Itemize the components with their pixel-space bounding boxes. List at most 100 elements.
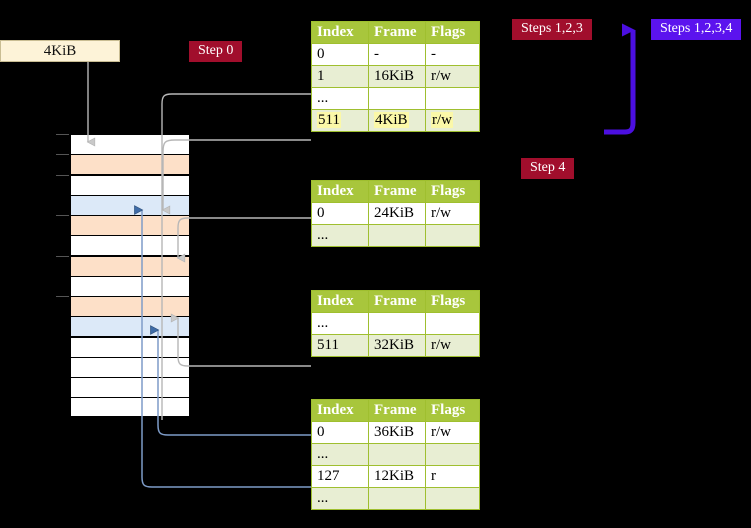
cell-index: ...: [311, 312, 369, 335]
table-header-index: Index: [311, 290, 369, 313]
cell-flags: r/w: [425, 109, 480, 132]
table-header-frame: Frame: [368, 180, 426, 203]
size-label-text: 4KiB: [43, 42, 77, 59]
cell-frame: -: [368, 43, 426, 66]
table-row: ...: [311, 443, 480, 466]
cell-frame: 12KiB: [368, 465, 426, 488]
memory-block: [70, 194, 190, 215]
cell-flags: r/w: [425, 65, 480, 88]
table-header-frame: Frame: [368, 290, 426, 313]
steps-123-badge-label: Steps 1,2,3: [512, 19, 592, 41]
memory-block: [56, 215, 190, 236]
memory-tick-mark: [56, 154, 69, 156]
cell-flags: [425, 487, 480, 510]
memory-block: [70, 336, 190, 357]
cell-highlight: 511: [317, 112, 341, 128]
step-0-badge: Step 0: [189, 41, 243, 63]
memory-block: [56, 174, 190, 195]
table-row: ...: [311, 312, 480, 335]
table-header-flags: Flags: [425, 180, 480, 203]
cell-index: 0: [311, 202, 369, 225]
memory-tick-mark: [56, 215, 69, 216]
cell-index: 511: [311, 334, 369, 357]
cell-frame: 4KiB: [368, 109, 426, 132]
table-header-frame: Frame: [368, 399, 426, 422]
step-4-badge: Step 4: [521, 158, 575, 180]
memory-block: [70, 397, 190, 418]
cell-frame: [368, 487, 426, 510]
table-header-index: Index: [311, 180, 369, 203]
cell-frame: 24KiB: [368, 202, 426, 225]
table-header-flags: Flags: [425, 399, 480, 422]
cell-frame: 36KiB: [368, 421, 426, 444]
cell-flags: r/w: [425, 334, 480, 357]
memory-tick-mark: [56, 134, 69, 135]
physical-memory-column: [56, 134, 190, 418]
cell-flags: [425, 224, 480, 247]
size-label-box: 4KiB: [0, 40, 120, 62]
memory-block: [56, 296, 190, 317]
cell-frame: [368, 312, 426, 335]
memory-block: [56, 255, 190, 276]
cell-flags: [425, 312, 480, 335]
cell-frame: 32KiB: [368, 334, 426, 357]
memory-block: [70, 316, 190, 337]
cell-index: 0: [311, 43, 369, 66]
cell-index: 511: [311, 109, 369, 132]
cell-frame: [368, 224, 426, 247]
cell-frame: 16KiB: [368, 65, 426, 88]
memory-block: [56, 154, 190, 175]
table-row: ...: [311, 487, 480, 510]
cell-index: ...: [311, 443, 369, 466]
table-header-index: Index: [311, 21, 369, 44]
cell-highlight: r/w: [431, 112, 453, 128]
cell-flags: -: [425, 43, 480, 66]
memory-block: [70, 377, 190, 398]
purple-step-arrow: [604, 23, 636, 135]
memory-block: [70, 356, 190, 377]
step-4-badge-label: Step 4: [521, 158, 575, 180]
cell-index: ...: [311, 224, 369, 247]
table-row: 0--: [311, 43, 480, 66]
table-row: ...: [311, 87, 480, 110]
cell-index: 0: [311, 421, 369, 444]
memory-tick-mark: [56, 255, 69, 257]
table-header-frame: Frame: [368, 21, 426, 44]
cell-index: ...: [311, 487, 369, 510]
cell-flags: r/w: [425, 421, 480, 444]
cell-index: 1: [311, 65, 369, 88]
cell-flags: r: [425, 465, 480, 488]
table-row: ...: [311, 224, 480, 247]
cell-flags: [425, 443, 480, 466]
table-header-flags: Flags: [425, 290, 480, 313]
step-0-badge-label: Step 0: [189, 41, 243, 63]
cell-index: 127: [311, 465, 369, 488]
cell-index: ...: [311, 87, 369, 110]
table-header-flags: Flags: [425, 21, 480, 44]
cell-highlight: 4KiB: [374, 112, 409, 128]
memory-tick-mark: [56, 296, 69, 297]
cell-flags: r/w: [425, 202, 480, 225]
steps-1234-badge-label: Steps 1,2,3,4: [651, 19, 742, 41]
steps-1234-badge: Steps 1,2,3,4: [651, 19, 742, 41]
steps-123-badge: Steps 1,2,3: [512, 19, 592, 41]
memory-block: [70, 275, 190, 296]
cell-frame: [368, 443, 426, 466]
table-row: 511 4KiB r/w: [311, 109, 480, 132]
